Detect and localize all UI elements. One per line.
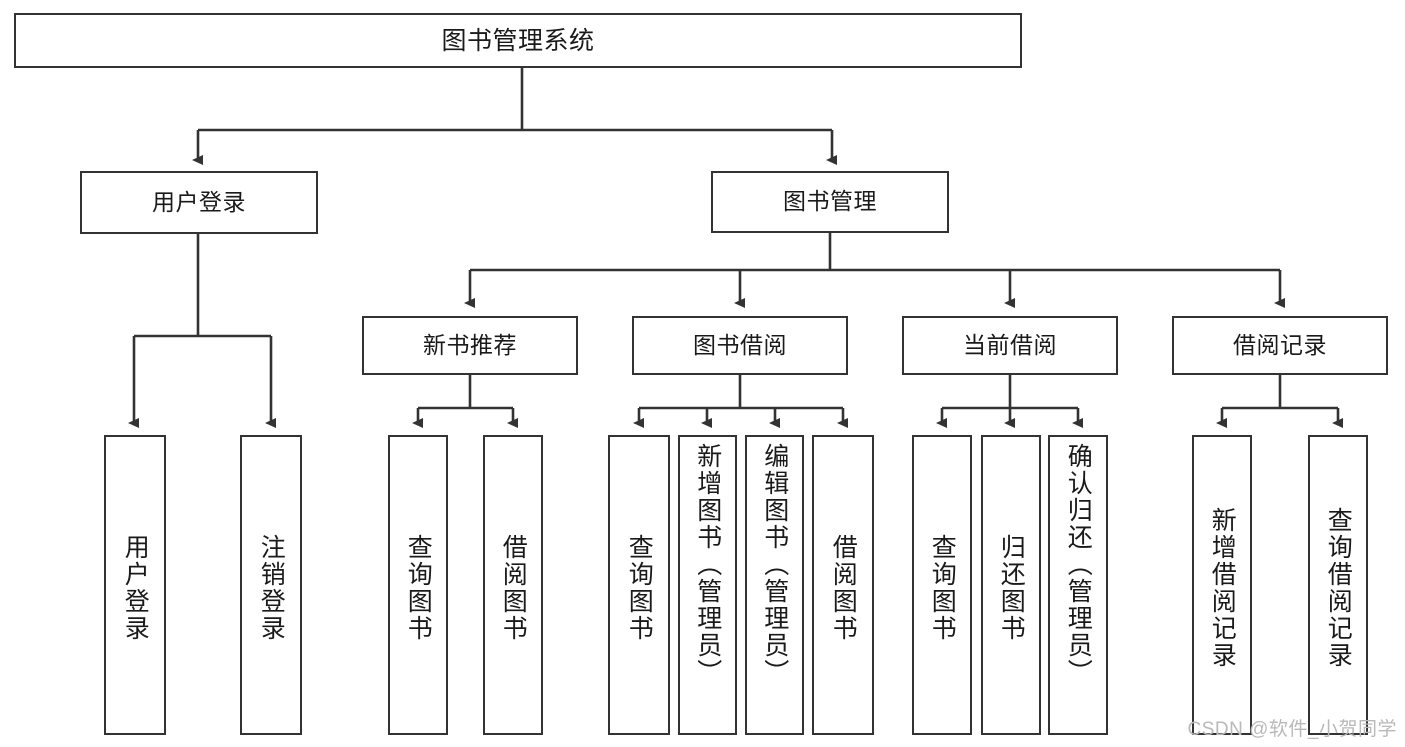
leaf-current-borrow-confirm-return-admin[interactable]: 确认归还（管理员） xyxy=(1048,435,1108,735)
node-label: 归还图书 xyxy=(997,534,1026,642)
leaf-current-borrow-return[interactable]: 归还图书 xyxy=(981,435,1041,735)
node-label: 新增图书（管理员） xyxy=(693,443,722,686)
node-label: 当前借阅 xyxy=(963,331,1057,358)
node-label: 借阅记录 xyxy=(1233,331,1327,358)
node-label: 用户登录 xyxy=(121,534,150,642)
node-label: 新增借阅记录 xyxy=(1208,507,1237,669)
leaf-user-login-logout[interactable]: 注销登录 xyxy=(240,435,302,735)
node-borrow-record[interactable]: 借阅记录 xyxy=(1172,316,1388,375)
node-label: 查询借阅记录 xyxy=(1324,507,1353,669)
leaf-user-login-login[interactable]: 用户登录 xyxy=(104,435,166,735)
leaf-new-book-borrow[interactable]: 借阅图书 xyxy=(483,435,543,735)
node-label: 用户登录 xyxy=(152,188,246,215)
node-current-borrow[interactable]: 当前借阅 xyxy=(902,316,1118,375)
leaf-book-borrow-edit-admin[interactable]: 编辑图书（管理员） xyxy=(745,435,804,735)
node-label: 图书管理系统 xyxy=(441,26,595,55)
node-label: 查询图书 xyxy=(404,534,433,642)
node-label: 图书管理 xyxy=(783,188,877,215)
leaf-book-borrow-query[interactable]: 查询图书 xyxy=(608,435,670,735)
node-label: 新书推荐 xyxy=(423,331,517,358)
node-user-login[interactable]: 用户登录 xyxy=(80,171,318,234)
leaf-current-borrow-query[interactable]: 查询图书 xyxy=(912,435,972,735)
leaf-book-borrow-add-admin[interactable]: 新增图书（管理员） xyxy=(678,435,737,735)
node-label: 借阅图书 xyxy=(829,534,858,642)
leaf-borrow-record-add[interactable]: 新增借阅记录 xyxy=(1192,435,1252,735)
node-book-borrow[interactable]: 图书借阅 xyxy=(632,316,848,375)
node-label: 注销登录 xyxy=(257,534,286,642)
node-label: 图书借阅 xyxy=(693,331,787,358)
leaf-borrow-record-query[interactable]: 查询借阅记录 xyxy=(1308,435,1368,735)
node-new-book-recommend[interactable]: 新书推荐 xyxy=(362,316,578,375)
node-label: 确认归还（管理员） xyxy=(1064,443,1093,686)
leaf-new-book-query[interactable]: 查询图书 xyxy=(388,435,448,735)
node-root-book-management-system[interactable]: 图书管理系统 xyxy=(14,13,1022,68)
node-label: 编辑图书（管理员） xyxy=(760,443,789,686)
node-label: 借阅图书 xyxy=(499,534,528,642)
node-label: 查询图书 xyxy=(625,534,654,642)
watermark-text: CSDN @软件_小贺同学 xyxy=(1187,719,1397,740)
leaf-book-borrow-borrow[interactable]: 借阅图书 xyxy=(812,435,874,735)
node-book-management[interactable]: 图书管理 xyxy=(711,171,949,233)
node-label: 查询图书 xyxy=(928,534,957,642)
